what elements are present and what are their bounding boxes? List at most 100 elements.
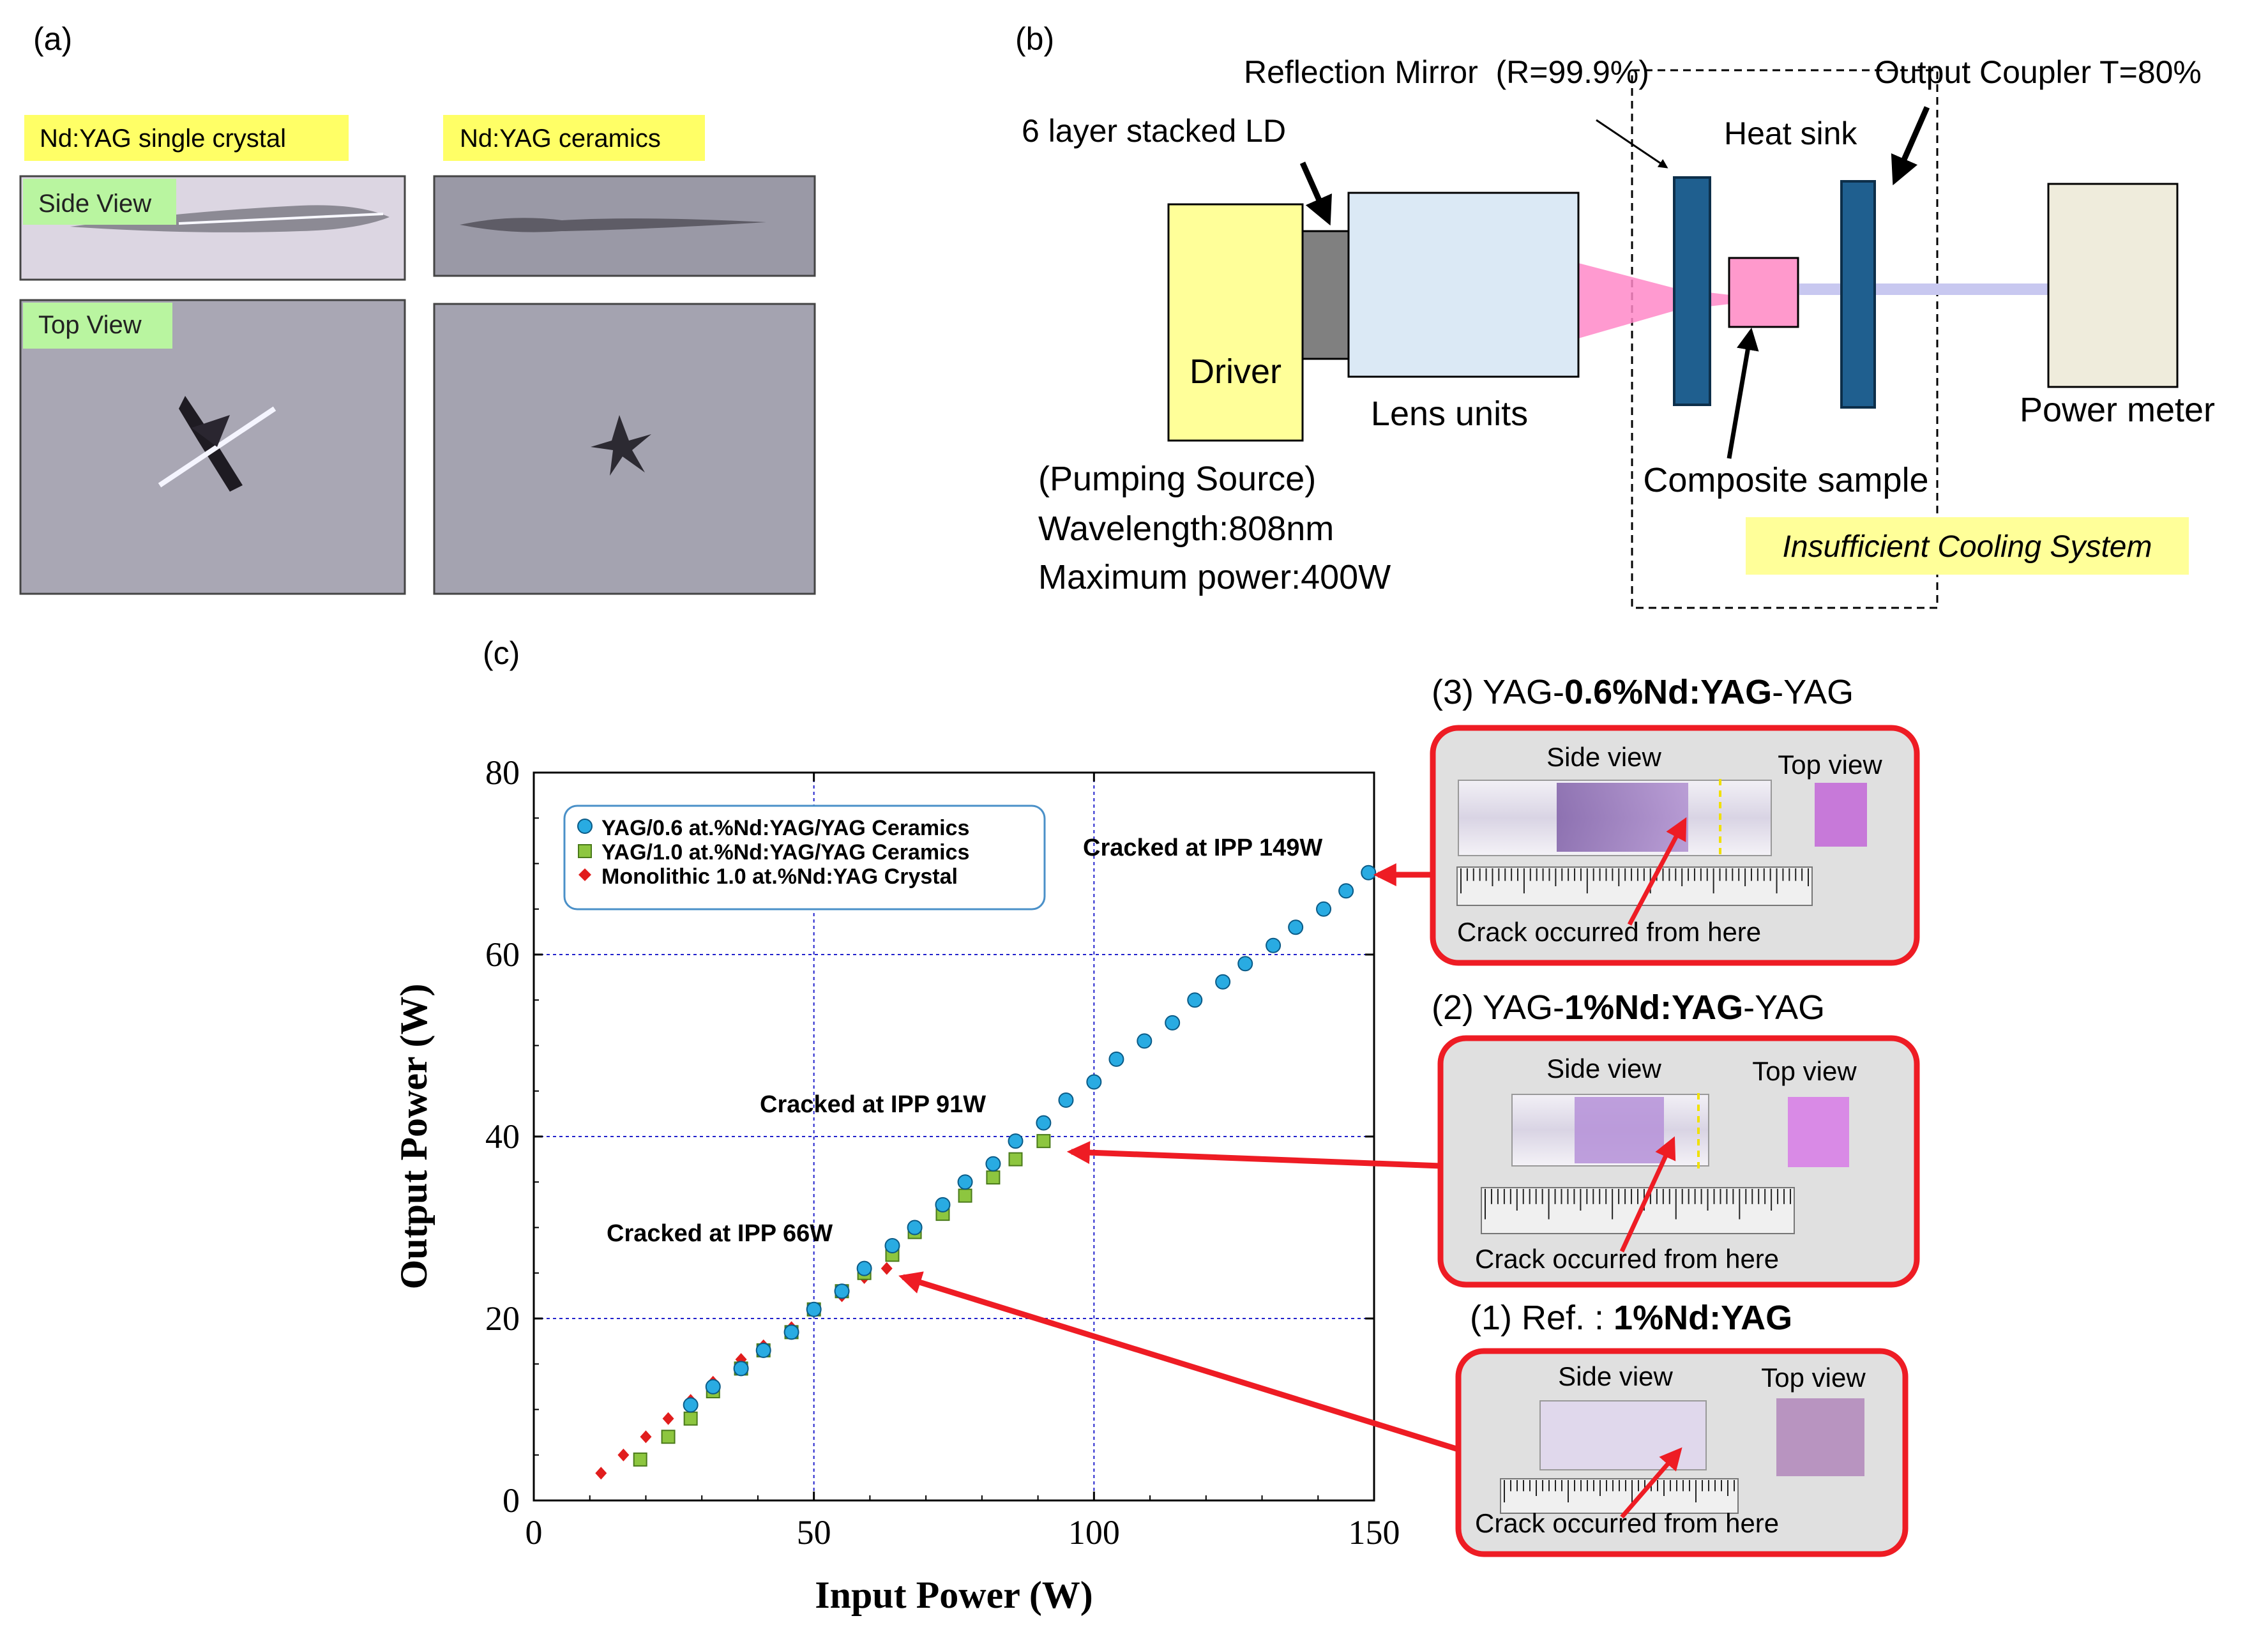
legend-label-mono: Monolithic 1.0 at.%Nd:YAG Crystal: [601, 865, 958, 889]
point-yag-1-0: [958, 1188, 972, 1203]
driver-box: [1167, 203, 1304, 442]
point-yag-0-6: [733, 1361, 749, 1377]
legend-marker-mono: [578, 868, 591, 881]
composite-sample-label: Composite sample: [1643, 461, 1928, 499]
point-yag-0-6: [935, 1197, 951, 1213]
crystal-title: Nd:YAG single crystal: [40, 125, 286, 153]
panel-b: (b) Reflection Mirror (R=99.9%) Output C…: [1015, 21, 2215, 609]
point-monolithic: [640, 1430, 652, 1444]
sample2-title: (2) YAG-1%Nd:YAG-YAG: [1432, 988, 1825, 1027]
point-yag-0-6: [1058, 1092, 1074, 1108]
y-tick-label: 80: [485, 753, 520, 792]
legend-marker-0-6: [577, 819, 593, 834]
ceramics-title: Nd:YAG ceramics: [460, 125, 661, 153]
sample3-side-view: Side view: [1546, 742, 1661, 772]
legend-box: [563, 805, 1046, 910]
point-yag-0-6: [1266, 937, 1281, 953]
legend-marker-1-0: [578, 844, 592, 858]
output-coupler: [1840, 180, 1876, 409]
power-meter-box: [2047, 183, 2179, 388]
reflection-mirror-label: Reflection Mirror (R=99.9%): [1244, 54, 1649, 90]
wavelength-label: Wavelength:808nm: [1038, 510, 1334, 548]
point-yag-0-6: [1361, 865, 1377, 880]
y-tick-label: 20: [485, 1299, 520, 1338]
annotation-149w: Cracked at IPP 149W: [1083, 835, 1322, 861]
sample3-title: (3) YAG-0.6%Nd:YAG-YAG: [1432, 673, 1854, 711]
y-tick-label: 40: [485, 1117, 520, 1156]
cooling-label: Insufficient Cooling System: [1783, 530, 2152, 564]
sample1-top-photo: [1776, 1398, 1864, 1476]
sample3-crack-text: Crack occurred from here: [1457, 917, 1761, 947]
panel-a-label: (a): [33, 21, 72, 57]
lens-units-box: [1347, 192, 1580, 378]
point-yag-0-6: [957, 1174, 973, 1190]
callout-arrow-91w: [1066, 1141, 1441, 1169]
point-monolithic: [881, 1262, 893, 1275]
sample2-top-photo: [1788, 1097, 1849, 1167]
panel-b-label: (b): [1015, 21, 1054, 57]
max-power-label: Maximum power:400W: [1038, 558, 1391, 596]
sample-arrow: [1727, 328, 1759, 459]
driver-label: Driver: [1190, 352, 1281, 391]
composite-sample: [1728, 257, 1799, 328]
pump-beam: [1578, 263, 1730, 338]
y-tick-label: 0: [503, 1481, 520, 1520]
sample1-top-view: Top view: [1761, 1363, 1866, 1393]
annotation-66w: Cracked at IPP 66W: [607, 1220, 833, 1247]
x-axis-title: Input Power (W): [815, 1574, 1093, 1616]
sample1-side-view: Side view: [1558, 1361, 1673, 1391]
top-view-tag: [23, 303, 172, 349]
top-view-label: Top View: [38, 311, 142, 339]
sample1-rod: [1539, 1400, 1707, 1470]
ld-arrow: [1299, 162, 1332, 226]
output-coupler-label: Output Coupler T=80%: [1875, 54, 2202, 90]
sample2-crack-text: Crack occurred from here: [1475, 1244, 1779, 1274]
point-yag-0-6: [1215, 974, 1231, 990]
legend-label-1-0: YAG/1.0 at.%Nd:YAG/YAG Ceramics: [601, 840, 969, 865]
side-view-label: Side View: [38, 190, 151, 218]
point-yag-0-6: [834, 1283, 850, 1299]
ceramics-top-crack: [591, 415, 651, 476]
sample3-doped-region: [1557, 783, 1688, 852]
pumping-source-label: (Pumping Source): [1038, 460, 1316, 498]
panel-a: (a) Nd:YAG single crystal Nd:YAG ceramic…: [19, 21, 816, 595]
annotation-91w: Cracked at IPP 91W: [760, 1091, 986, 1118]
x-tick-label: 150: [1349, 1513, 1400, 1552]
sample3-ruler: [1456, 866, 1813, 906]
sample3-top-view: Top view: [1778, 750, 1882, 780]
legend-label-0-6: YAG/0.6 at.%Nd:YAG/YAG Ceramics: [601, 816, 969, 840]
point-yag-0-6: [907, 1220, 923, 1235]
point-yag-1-0: [683, 1411, 698, 1426]
point-yag-1-0: [1036, 1134, 1051, 1149]
point-yag-0-6: [1137, 1033, 1153, 1049]
y-axis-title: Output Power (W): [393, 984, 435, 1290]
point-yag-1-0: [661, 1430, 676, 1444]
panel-c-label: (c): [483, 635, 520, 671]
point-monolithic: [662, 1412, 674, 1425]
point-yag-0-6: [806, 1301, 822, 1317]
point-yag-0-6: [705, 1379, 721, 1394]
point-yag-0-6: [1108, 1051, 1124, 1067]
sample2-doped-region: [1575, 1097, 1664, 1163]
sample2-crack-arrow: [1619, 1136, 1676, 1253]
sample3-crack-arrow: [1627, 817, 1687, 926]
point-yag-0-6: [1237, 956, 1253, 972]
point-yag-0-6: [1165, 1015, 1181, 1031]
reflection-mirror: [1673, 176, 1711, 406]
laser-beam-out: [1872, 283, 2051, 295]
mirror-arrow: [1596, 119, 1668, 169]
power-meter-label: Power meter: [2020, 391, 2215, 429]
point-yag-0-6: [985, 1156, 1001, 1172]
x-tick-label: 100: [1068, 1513, 1120, 1552]
crystal-title-highlight: [24, 115, 349, 161]
point-yag-0-6: [1316, 901, 1332, 917]
point-yag-0-6: [1086, 1074, 1102, 1090]
point-yag-0-6: [1187, 992, 1203, 1008]
point-yag-0-6: [1008, 1133, 1024, 1149]
point-yag-0-6: [783, 1324, 799, 1340]
sample2-side-view: Side view: [1546, 1054, 1661, 1084]
cooling-highlight: [1746, 517, 2189, 575]
